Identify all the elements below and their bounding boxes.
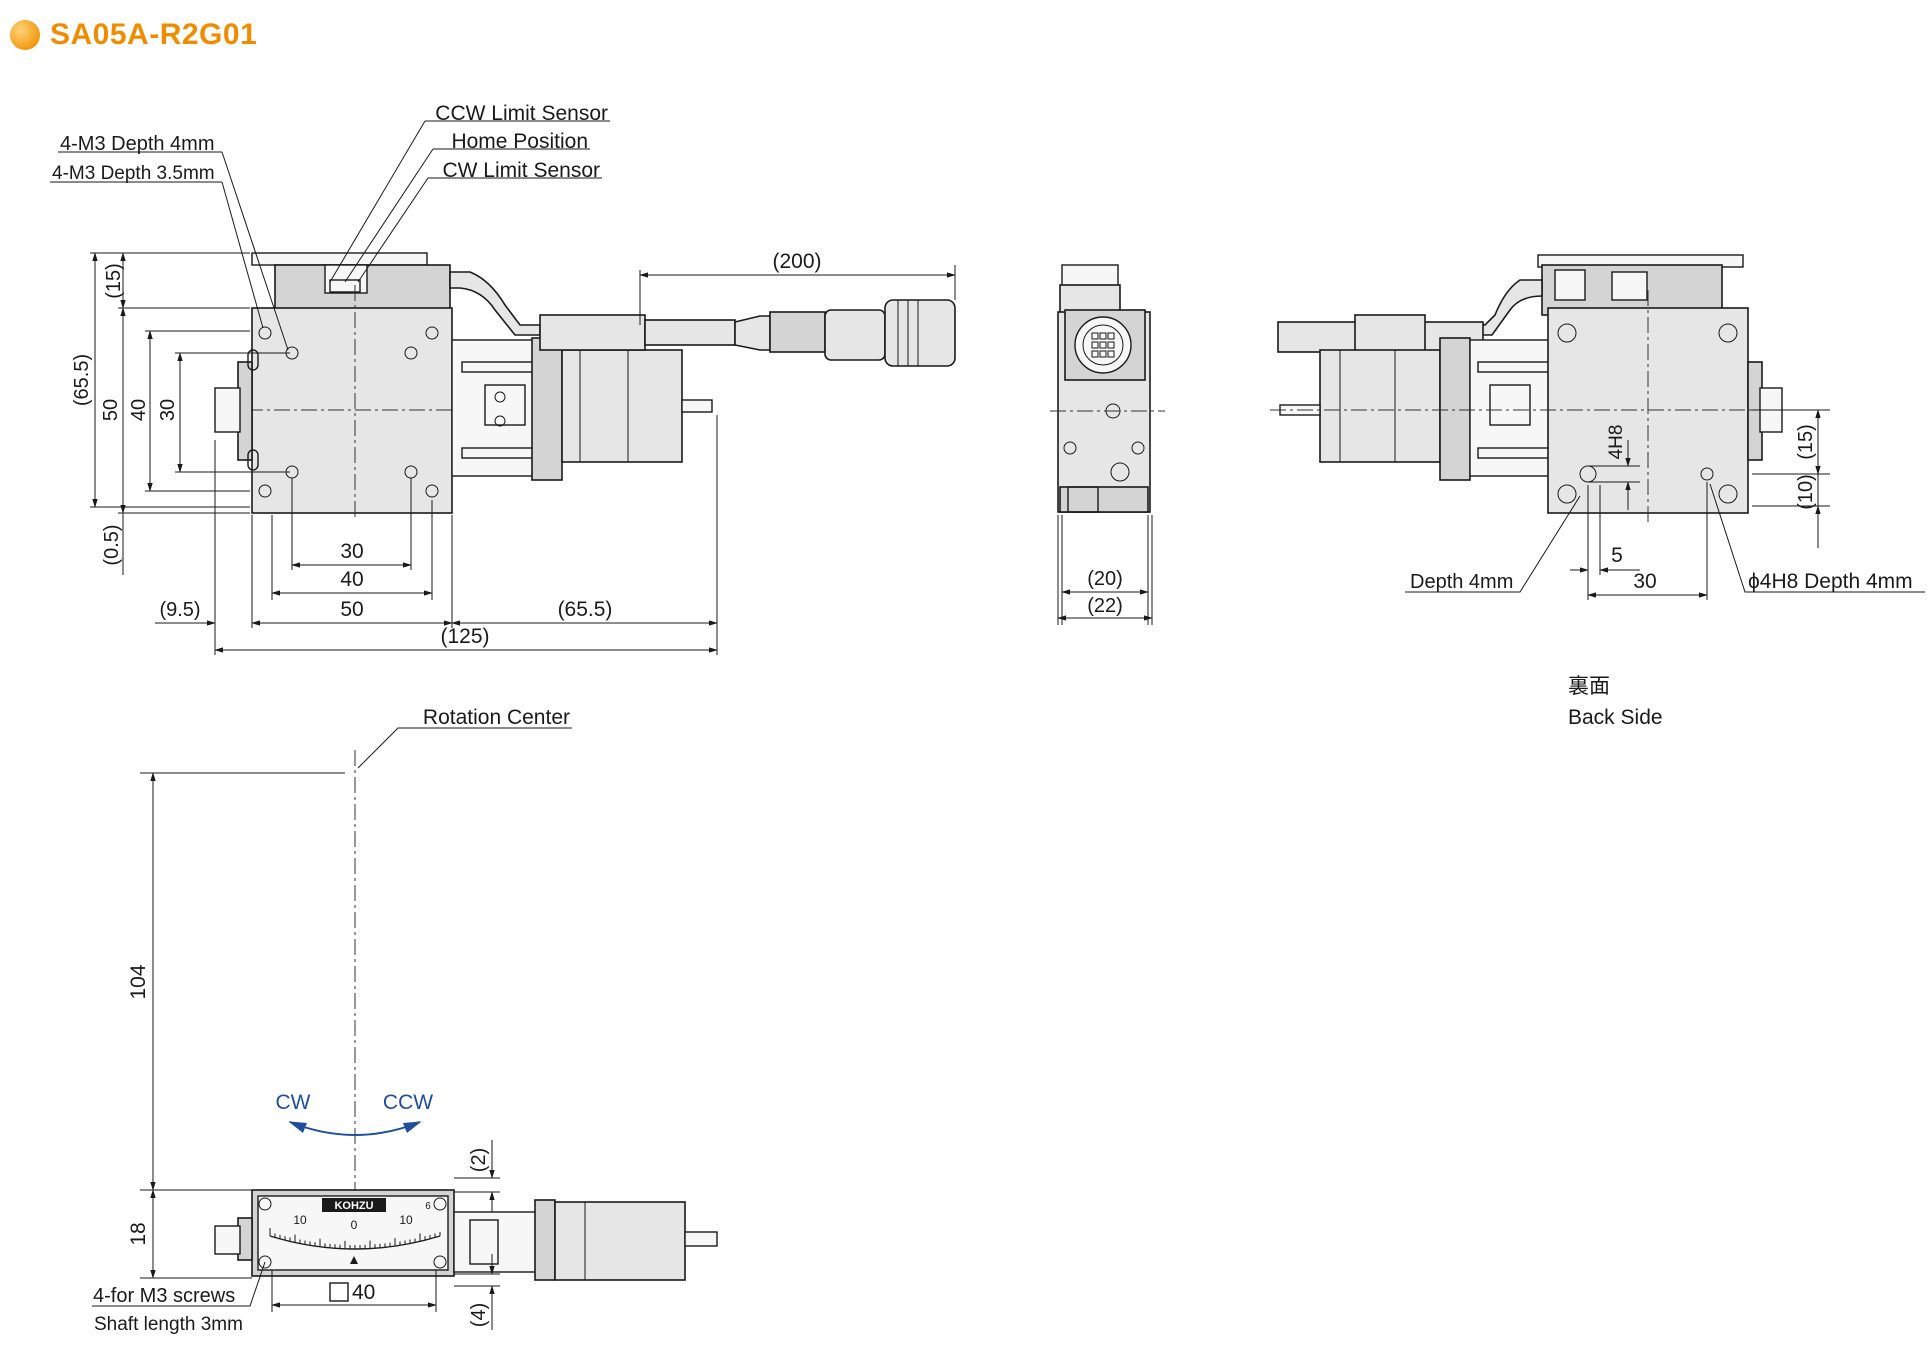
m3-depth-4-label: 4-M3 Depth 4mm <box>60 133 215 155</box>
cw-limit-sensor-label: CW Limit Sensor <box>442 159 600 182</box>
phi4h8-depth-label: ϕ4H8 Depth 4mm <box>1748 570 1913 593</box>
dim-50-horizontal: 50 <box>340 598 363 621</box>
dim-0-5: (0.5) <box>101 524 123 565</box>
dim-30-vertical: 30 <box>157 399 179 421</box>
dim-200: (200) <box>772 250 821 273</box>
dim-18: 18 <box>127 1222 150 1245</box>
shaft-length-label: Shaft length 3mm <box>94 1314 243 1335</box>
back-side-label: Back Side <box>1568 706 1663 729</box>
back-side-jp-label: 裏面 <box>1568 675 1610 698</box>
page-title: SA05A-R2G01 <box>50 18 258 51</box>
dim-125: (125) <box>440 625 489 648</box>
scale-label-left: 10 <box>293 1213 307 1227</box>
title-block: SA05A-R2G01 <box>10 18 257 52</box>
dim-65-5-horizontal: (65.5) <box>558 598 613 621</box>
bottom-view: Rotation Center 104 18 CW CCW KOHZU 10 0… <box>92 706 718 1335</box>
dim-50-vertical: 50 <box>100 399 122 421</box>
rotation-center-label: Rotation Center <box>423 706 570 729</box>
dim-square-40: 40 <box>352 1281 375 1304</box>
dim-30-back: 30 <box>1633 570 1656 593</box>
back-view: (15) (10) 4H8 5 30 Depth 4mm ϕ4H8 Depth … <box>1270 254 1925 729</box>
side-view: (20) (22) <box>1050 264 1165 625</box>
cw-label: CW <box>276 1091 311 1114</box>
kohzu-logo-text: KOHZU <box>334 1200 373 1212</box>
dim-2: (2) <box>468 1148 490 1172</box>
ccw-label: CCW <box>383 1091 433 1114</box>
dim-15-top: (15) <box>103 263 125 299</box>
dim-40-vertical: 40 <box>128 399 150 421</box>
dim-9-5: (9.5) <box>159 599 200 621</box>
title-bullet-icon <box>10 20 40 50</box>
dim-20: (20) <box>1087 568 1123 590</box>
depth-4mm-label: Depth 4mm <box>1410 571 1513 593</box>
scale-label-zero: 0 <box>351 1218 358 1232</box>
dim-30-horizontal: 30 <box>340 540 363 563</box>
dim-10-back: (10) <box>1795 474 1817 510</box>
scale-label-six: 6 <box>425 1201 431 1212</box>
dim-4: (4) <box>468 1303 490 1327</box>
dim-65-5-vertical: (65.5) <box>71 354 93 406</box>
dim-4h8: 4H8 <box>1606 425 1627 460</box>
dim-22: (22) <box>1087 595 1123 617</box>
home-position-label: Home Position <box>451 130 588 153</box>
dim-15-back: (15) <box>1795 424 1817 460</box>
dim-40-horizontal: 40 <box>340 568 363 591</box>
for-m3-screws-label: 4-for M3 screws <box>93 1285 235 1307</box>
top-view: (200) (15) (65.5) 50 40 30 (0.5) <box>50 102 956 655</box>
ccw-limit-sensor-label: CCW Limit Sensor <box>435 102 608 125</box>
dim-104: 104 <box>127 964 150 999</box>
scale-label-right: 10 <box>399 1213 413 1227</box>
m3-depth-3-5-label: 4-M3 Depth 3.5mm <box>52 163 215 184</box>
dim-5: 5 <box>1611 544 1623 567</box>
